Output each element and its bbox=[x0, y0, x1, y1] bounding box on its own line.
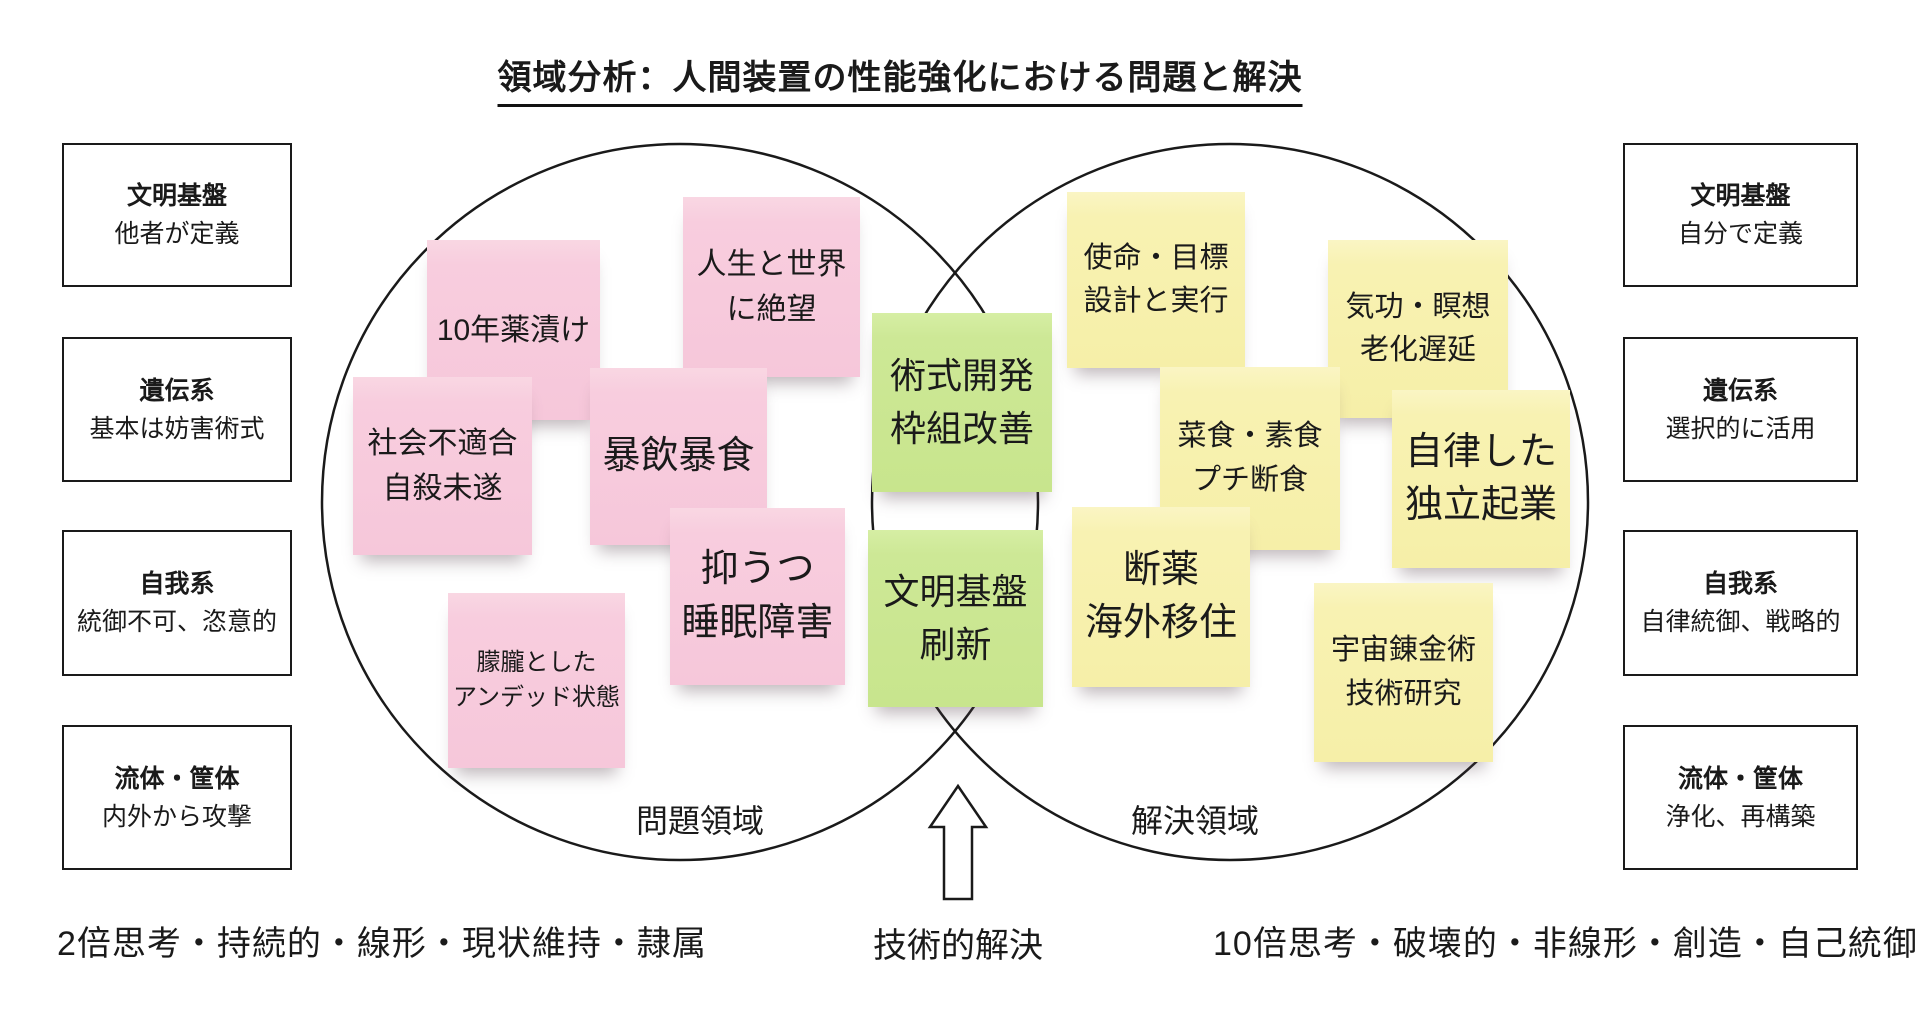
note-text: 技術研究 bbox=[1345, 677, 1462, 710]
note-qigong-meditation-antiaging[interactable]: 気功・瞑想 老化遅延 bbox=[1328, 240, 1508, 418]
note-text: 気功・瞑想 bbox=[1345, 290, 1491, 323]
left-box-fluid-chassis: 流体・筐体 内外から攻撃 bbox=[62, 725, 292, 870]
note-text: 設計と実行 bbox=[1083, 285, 1229, 317]
note-mission-goal-design[interactable]: 使命・目標 設計と実行 bbox=[1067, 192, 1245, 368]
note-text: 文明基盤 bbox=[883, 571, 1028, 613]
box-subtitle: 基本は妨害術式 bbox=[89, 414, 265, 443]
note-hazy-undead-state[interactable]: 朦朧とした アンデッド状態 bbox=[448, 593, 625, 768]
box-subtitle: 浄化、再構築 bbox=[1665, 802, 1816, 831]
note-text: 人生と世界 bbox=[696, 248, 847, 281]
box-subtitle: 選択的に活用 bbox=[1665, 414, 1816, 443]
note-text: 独立起業 bbox=[1404, 484, 1557, 526]
up-arrow-icon bbox=[927, 783, 989, 901]
note-text: 自律した bbox=[1404, 430, 1557, 473]
box-title: 文明基盤 bbox=[1690, 182, 1791, 210]
technical-solution-label: 技術的解決 bbox=[873, 927, 1043, 965]
box-subtitle: 他者が定義 bbox=[114, 220, 240, 248]
note-text: 術式開発 bbox=[889, 355, 1034, 397]
note-technique-dev-framework[interactable]: 術式開発 枠組改善 bbox=[872, 313, 1052, 492]
note-civilization-base-renewal[interactable]: 文明基盤 刷新 bbox=[868, 530, 1043, 707]
box-title: 流体・筐体 bbox=[114, 764, 240, 793]
note-text: 断薬 bbox=[1122, 548, 1199, 591]
box-title: 自我系 bbox=[139, 570, 215, 598]
note-text: 菜食・素食 bbox=[1177, 420, 1323, 452]
box-subtitle: 自律統御、戦略的 bbox=[1640, 608, 1841, 636]
problem-region-label: 問題領域 bbox=[635, 803, 765, 839]
footer-left-2x-thinking: 2倍思考・持続的・線形・現状維持・隷属 bbox=[57, 925, 707, 963]
box-title: 遺伝系 bbox=[1702, 376, 1778, 405]
note-text: 自殺未遂 bbox=[382, 472, 503, 505]
box-subtitle: 統御不可、恣意的 bbox=[76, 608, 277, 636]
note-text: 刷新 bbox=[919, 623, 992, 665]
box-title: 流体・筐体 bbox=[1677, 764, 1803, 793]
page-title: 領域分析：人間装置の性能強化における問題と解決 bbox=[497, 50, 1303, 107]
note-independent-startup[interactable]: 自律した 独立起業 bbox=[1392, 390, 1570, 568]
left-box-ego-system: 自我系 統御不可、恣意的 bbox=[62, 530, 292, 676]
note-social-misfit-suicide[interactable]: 社会不適合 自殺未遂 bbox=[353, 377, 532, 555]
left-box-civilization-base: 文明基盤 他者が定義 bbox=[62, 143, 292, 287]
note-text: 暴飲暴食 bbox=[602, 434, 755, 477]
note-text: 抑うつ bbox=[700, 548, 815, 591]
right-box-fluid-chassis: 流体・筐体 浄化、再構築 bbox=[1623, 725, 1858, 870]
right-box-civilization-base: 文明基盤 自分で定義 bbox=[1623, 143, 1858, 287]
note-text: 10年薬漬け bbox=[436, 313, 591, 347]
right-box-genetic-system: 遺伝系 選択的に活用 bbox=[1623, 337, 1858, 482]
solution-region-label: 解決領域 bbox=[1130, 803, 1260, 839]
footer-right-10x-thinking: 10倍思考・破壊的・非線形・創造・自己統御 bbox=[1213, 925, 1918, 963]
note-despair-life-world[interactable]: 人生と世界 に絶望 bbox=[683, 197, 860, 377]
box-subtitle: 自分で定義 bbox=[1677, 220, 1803, 248]
note-text: 使命・目標 bbox=[1083, 241, 1229, 274]
box-title: 遺伝系 bbox=[139, 376, 215, 405]
note-text: 宇宙錬金術 bbox=[1330, 634, 1476, 666]
note-text: 朦朧とした bbox=[476, 648, 597, 676]
box-title: 文明基盤 bbox=[126, 182, 227, 210]
box-title: 自我系 bbox=[1702, 570, 1778, 598]
note-text: アンデッド状態 bbox=[452, 683, 621, 711]
solution-circle bbox=[870, 142, 1590, 862]
left-box-genetic-system: 遺伝系 基本は妨害術式 bbox=[62, 337, 292, 482]
note-text: プチ断食 bbox=[1191, 463, 1308, 496]
note-cosmic-alchemy-research[interactable]: 宇宙錬金術 技術研究 bbox=[1314, 583, 1493, 762]
note-text: に絶望 bbox=[726, 293, 817, 326]
note-text: 枠組改善 bbox=[889, 407, 1034, 449]
note-quit-meds-emigrate[interactable]: 断薬 海外移住 bbox=[1072, 507, 1250, 687]
box-subtitle: 内外から攻撃 bbox=[101, 802, 252, 831]
right-box-ego-system: 自我系 自律統御、戦略的 bbox=[1623, 530, 1858, 676]
note-depression-insomnia[interactable]: 抑うつ 睡眠障害 bbox=[670, 508, 845, 685]
problem-circle bbox=[320, 142, 1040, 862]
note-text: 海外移住 bbox=[1084, 602, 1237, 644]
note-text: 社会不適合 bbox=[367, 427, 518, 460]
note-text: 睡眠障害 bbox=[681, 601, 834, 644]
note-text: 老化遅延 bbox=[1359, 334, 1476, 366]
